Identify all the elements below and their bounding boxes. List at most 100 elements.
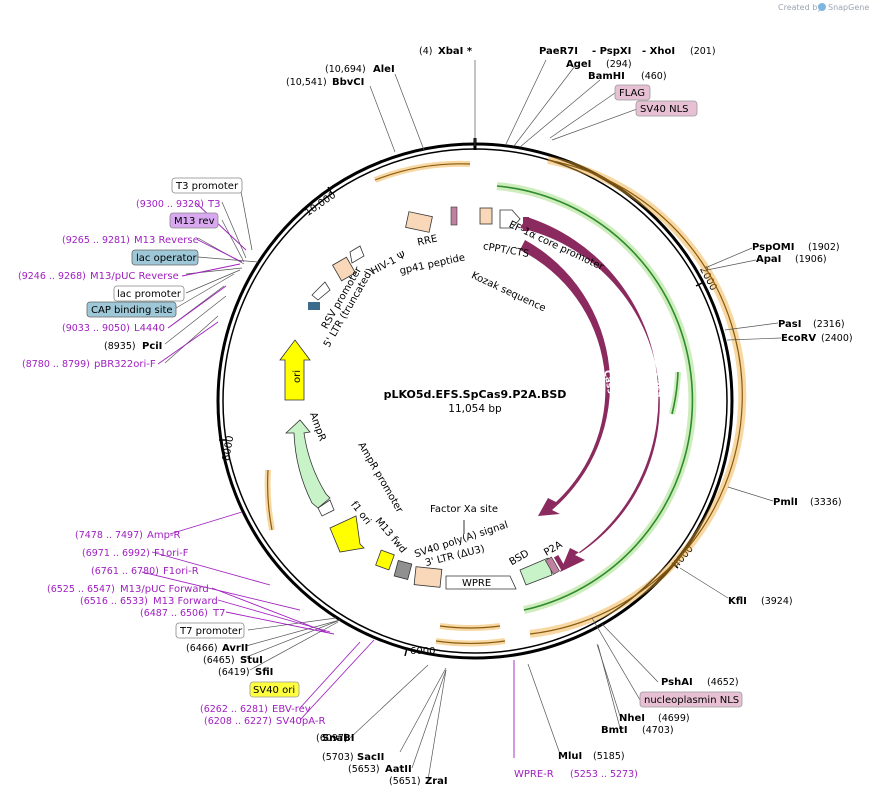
gp41-label: gp41 peptide — [399, 252, 466, 277]
primer-num-f1orif: (6971 .. 6992) — [82, 548, 150, 559]
sv40polya-box — [393, 559, 413, 581]
site-num-bamhi: (460) — [641, 71, 667, 82]
cap-label-box — [86, 301, 177, 318]
site-pasi: PasI — [778, 319, 801, 330]
snapgene-logo-icon — [818, 3, 826, 11]
site-kfli: KflI — [728, 596, 747, 607]
site-pspomi: PspOMI — [752, 242, 794, 253]
site-num-pcii: (8935) — [104, 341, 136, 352]
primer-ampr: Amp-R — [147, 530, 181, 541]
sv40nls-label: SV40 NLS — [640, 104, 689, 115]
orange-bottom-arc2-line — [435, 640, 506, 645]
sv40ori-label-box — [249, 681, 300, 698]
site-num-sacii: (5703) — [322, 752, 354, 763]
orange-outer-arc-line — [529, 159, 743, 635]
primer-num-t3: (9300 .. 9320) — [136, 199, 204, 210]
site-num-ecorv: (2400) — [821, 333, 853, 344]
primer-num-m13fwd: (6516 .. 6533) — [80, 596, 148, 607]
credit-brand: SnapGene — [828, 3, 869, 12]
lacoperator-label: lac operator — [136, 253, 197, 264]
bsd-label: BSD — [508, 548, 532, 568]
site-num-stui: (6465) — [203, 655, 235, 666]
site-nhei: NheI — [619, 713, 645, 724]
site-num-nhei: (4699) — [658, 713, 690, 724]
nucleoplasmin-label: nucleoplasmin NLS — [644, 695, 739, 706]
primer-l4440: L4440 — [134, 323, 165, 334]
primer-m13pucfwd: M13/pUC Forward — [120, 584, 209, 595]
ampr-promoter-label: AmpR promoter — [355, 440, 405, 515]
site-bmti: BmtI — [601, 725, 628, 736]
ef1a-arrow — [499, 209, 521, 229]
primer-num-sv40par: (6208 .. 6227) — [204, 716, 272, 727]
site-agei: AgeI — [566, 59, 591, 70]
tick-6000: 6000 — [410, 646, 435, 657]
site-pspxi: - PspXI — [592, 46, 631, 57]
cas9-outer-label: Cas9 — [650, 373, 664, 399]
m13rev-box — [169, 212, 219, 229]
site-stui: StuI — [240, 655, 263, 666]
lacpromoter-box — [113, 285, 185, 302]
f1ori-arrow — [329, 515, 365, 553]
wpre-label: WPRE — [462, 578, 491, 589]
t3promoter-box — [171, 177, 243, 194]
cppt-box — [479, 207, 493, 225]
site-num-apai: (1906) — [795, 254, 827, 265]
site-avrii: AvrII — [222, 643, 248, 654]
t3promoter-label: T3 promoter — [175, 181, 239, 192]
site-num-bmti: (4703) — [642, 725, 674, 736]
primer-t3: T3 — [207, 199, 220, 210]
bsd-arrow — [519, 557, 553, 586]
primer-num-m13reverse: (9265 .. 9281) — [62, 235, 130, 246]
primer-pbr322: pBR322ori-F — [94, 359, 156, 370]
site-pmli: PmlI — [773, 497, 798, 508]
site-bamhi: BamHI — [588, 71, 625, 82]
ori-label: ori — [292, 370, 303, 383]
cas9-arcs: Cas9 Cas9 — [520, 217, 664, 572]
cas9-inner-arc — [520, 240, 611, 516]
plasmid-size: 11,054 bp — [448, 403, 502, 415]
site-paer7i: PaeR7I — [539, 46, 578, 57]
leader-lines — [164, 59, 782, 781]
primer-num-m13pucrev: (9246 .. 9268) — [18, 271, 86, 282]
cppt-label: cPPT/CTS — [482, 241, 530, 260]
primer-num-m13pucfwd: (6525 .. 6547) — [47, 584, 115, 595]
site-snabi: SnaBI — [322, 733, 354, 744]
primer-num-ampr: (7478 .. 7497) — [75, 530, 143, 541]
cap-box — [308, 302, 320, 310]
site-num-kfli: (3924) — [761, 596, 793, 607]
site-zrai: ZraI — [425, 776, 448, 787]
site-num-xbai: (4) — [419, 46, 432, 57]
m13rev-label: M13 rev — [174, 216, 215, 227]
orange-bottom-arc1-line — [439, 625, 501, 629]
ampr-arrow — [284, 419, 331, 509]
ltr-arc-top-line — [374, 163, 471, 181]
primer-m13reverse: M13 Reverse — [134, 235, 199, 246]
site-num-bbvci: (10,541) — [286, 77, 327, 88]
ltr-arc-top — [373, 160, 471, 183]
flag-label: FLAG — [619, 88, 645, 99]
t7promoter-box — [175, 622, 245, 639]
top-features — [308, 206, 529, 310]
ltr5-box — [349, 245, 365, 264]
site-num-mlui: (5185) — [593, 751, 625, 762]
rre-box — [405, 211, 433, 233]
site-num-agei: (294) — [606, 59, 632, 70]
plasmid-name: pLKO5d.EFS.SpCas9.P2A.BSD — [384, 388, 567, 401]
site-pshai: PshAI — [661, 677, 693, 688]
flag-box — [614, 84, 651, 101]
sv40nls-box — [635, 100, 698, 117]
primer-f1orif: F1ori-F — [154, 548, 189, 559]
site-num-pasi: (2316) — [813, 319, 845, 330]
site-num-pspomi: (1902) — [808, 242, 840, 253]
primer-num-pbr322: (8780 .. 8799) — [22, 359, 90, 370]
ori-arrow — [279, 339, 311, 401]
cap-label: CAP binding site — [91, 305, 173, 316]
site-apai: ApaI — [756, 254, 781, 265]
sv40ori-box — [375, 549, 395, 571]
site-num-aatii: (5653) — [348, 764, 380, 775]
primer-m13fwd: M13 Forward — [153, 596, 218, 607]
site-mlui: MluI — [558, 751, 582, 762]
hiv-psi-box — [332, 256, 356, 282]
green-small-arc-line — [671, 371, 679, 415]
site-num-pmli: (3336) — [810, 497, 842, 508]
